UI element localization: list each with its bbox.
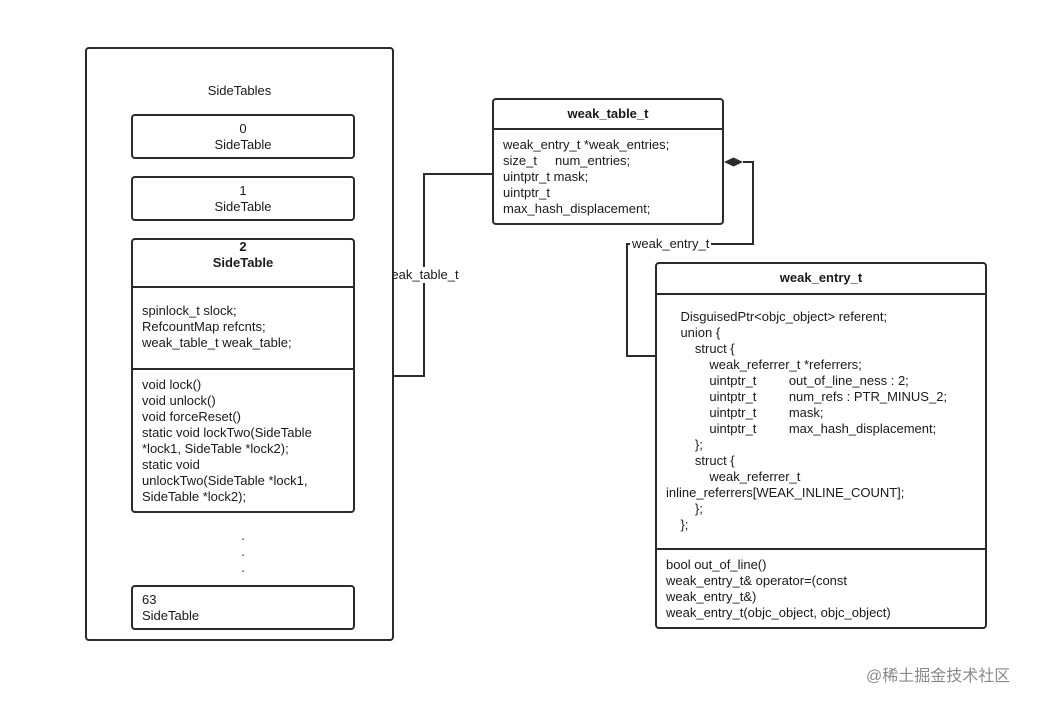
sidetable-63-box (131, 585, 355, 630)
aggregation-diamond-weak-table (724, 157, 743, 167)
sidetable-0-index: 0 (239, 121, 247, 136)
weak-table-box (492, 98, 724, 225)
weak-table-divider (492, 128, 724, 130)
sidetable-2-divider-1 (131, 286, 355, 288)
sidetable-2-name: SideTable (212, 255, 274, 270)
connector-label-weak-entry: weak_entry_t (630, 236, 712, 252)
weak-entry-divider-1 (655, 293, 987, 295)
sidetable-1-index: 1 (239, 183, 247, 198)
weak-entry-methods: bool out_of_line() weak_entry_t& operato… (666, 557, 891, 620)
sidetable-2-box (131, 238, 355, 513)
weak-entry-divider-2 (655, 548, 987, 550)
sidetable-63-index: 63 (142, 592, 157, 607)
sidetable-63-name: SideTable (142, 608, 200, 623)
weak-table-fields: weak_entry_t *weak_entries; size_t num_e… (503, 137, 670, 216)
weak-entry-title: weak_entry_t (779, 270, 863, 285)
sidetables-title: SideTables (207, 83, 272, 98)
sidetables-ellipsis: . . . (241, 528, 245, 575)
weak-table-title: weak_table_t (567, 106, 649, 121)
connector-label-weak-table: weak_table_t (380, 267, 461, 283)
sidetable-0-name: SideTable (214, 137, 272, 152)
sidetable-0-box (131, 114, 355, 159)
sidetable-2-index: 2 (239, 239, 247, 254)
sidetable-1-name: SideTable (214, 199, 272, 214)
sidetable-2-methods: void lock() void unlock() void forceRese… (142, 377, 312, 504)
sidetable-2-divider-2 (131, 368, 355, 370)
weak-entry-fields: DisguisedPtr<objc_object> referent; unio… (666, 309, 948, 532)
watermark-text: @稀土掘金技术社区 (866, 668, 1011, 685)
weak-entry-box (655, 262, 987, 629)
sidetable-1-box (131, 176, 355, 221)
sidetable-2-fields: spinlock_t slock; RefcountMap refcnts; w… (142, 303, 292, 350)
